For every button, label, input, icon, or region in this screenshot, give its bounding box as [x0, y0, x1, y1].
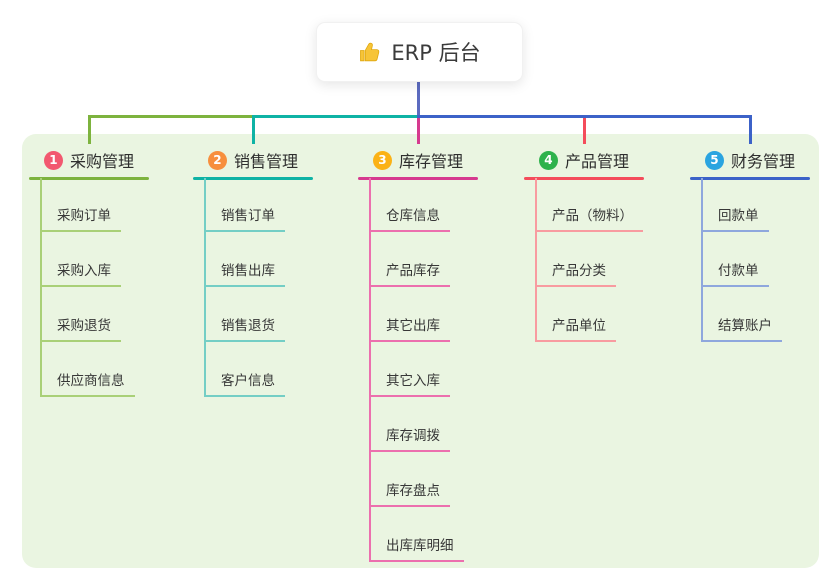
branch-number-badge: 2 — [207, 150, 227, 170]
child-node[interactable]: 仓库信息 — [369, 202, 450, 232]
branch-number-badge: 4 — [538, 150, 558, 170]
child-spine-line — [369, 178, 371, 562]
branch-title-underline — [690, 177, 810, 180]
child-node[interactable]: 销售订单 — [204, 202, 285, 232]
branch-title-underline — [193, 177, 313, 180]
child-spine-line — [535, 178, 537, 342]
branch-number-badge: 1 — [43, 150, 63, 170]
child-node[interactable]: 付款单 — [701, 257, 769, 287]
child-node[interactable]: 产品（物料） — [535, 202, 643, 232]
branch-title-label: 库存管理 — [398, 152, 463, 171]
child-node[interactable]: 回款单 — [701, 202, 769, 232]
branches-panel — [22, 134, 819, 568]
child-node[interactable]: 出库库明细 — [369, 532, 464, 562]
branch-title-underline — [524, 177, 644, 180]
branch-drop-4 — [582, 118, 586, 144]
branch-drop-5 — [748, 118, 752, 144]
bus-segment-blue — [417, 115, 752, 118]
child-spine-line — [204, 178, 206, 397]
root-node[interactable]: ERP 后台 — [316, 22, 523, 82]
child-node[interactable]: 采购入库 — [40, 257, 121, 287]
root-connector — [417, 82, 420, 115]
child-node[interactable]: 销售退货 — [204, 312, 285, 342]
branch-title-label: 财务管理 — [730, 152, 795, 171]
branch-drop-2 — [251, 118, 255, 144]
branch-number-badge: 3 — [372, 150, 392, 170]
branch-node-1[interactable]: 1 采购管理 — [29, 147, 149, 173]
branch-title-underline — [29, 177, 149, 180]
child-node[interactable]: 供应商信息 — [40, 367, 135, 397]
branch-title-label: 销售管理 — [233, 152, 298, 171]
branch-drop-1 — [87, 118, 91, 144]
child-node[interactable]: 其它入库 — [369, 367, 450, 397]
branch-title-underline — [358, 177, 478, 180]
branch-node-5[interactable]: 5 财务管理 — [690, 147, 810, 173]
root-node-label: ERP 后台 — [391, 41, 481, 65]
child-spine-line — [701, 178, 703, 342]
branch-drop-3 — [416, 118, 420, 144]
child-node[interactable]: 结算账户 — [701, 312, 782, 342]
bus-segment-teal — [251, 115, 419, 118]
branch-number-badge: 5 — [704, 150, 724, 170]
branch-node-2[interactable]: 2 销售管理 — [193, 147, 313, 173]
child-node[interactable]: 产品库存 — [369, 257, 450, 287]
branch-title-label: 采购管理 — [69, 152, 134, 171]
branch-title-label: 产品管理 — [564, 152, 629, 171]
child-node[interactable]: 产品分类 — [535, 257, 616, 287]
thumbs-up-icon — [360, 42, 380, 62]
branch-node-4[interactable]: 4 产品管理 — [524, 147, 644, 173]
child-node[interactable]: 销售出库 — [204, 257, 285, 287]
child-node[interactable]: 其它出库 — [369, 312, 450, 342]
child-node[interactable]: 采购退货 — [40, 312, 121, 342]
child-node[interactable]: 库存调拨 — [369, 422, 450, 452]
child-node[interactable]: 客户信息 — [204, 367, 285, 397]
child-node[interactable]: 库存盘点 — [369, 477, 450, 507]
child-node[interactable]: 采购订单 — [40, 202, 121, 232]
child-node[interactable]: 产品单位 — [535, 312, 616, 342]
child-spine-line — [40, 178, 42, 397]
branch-node-3[interactable]: 3 库存管理 — [358, 147, 478, 173]
